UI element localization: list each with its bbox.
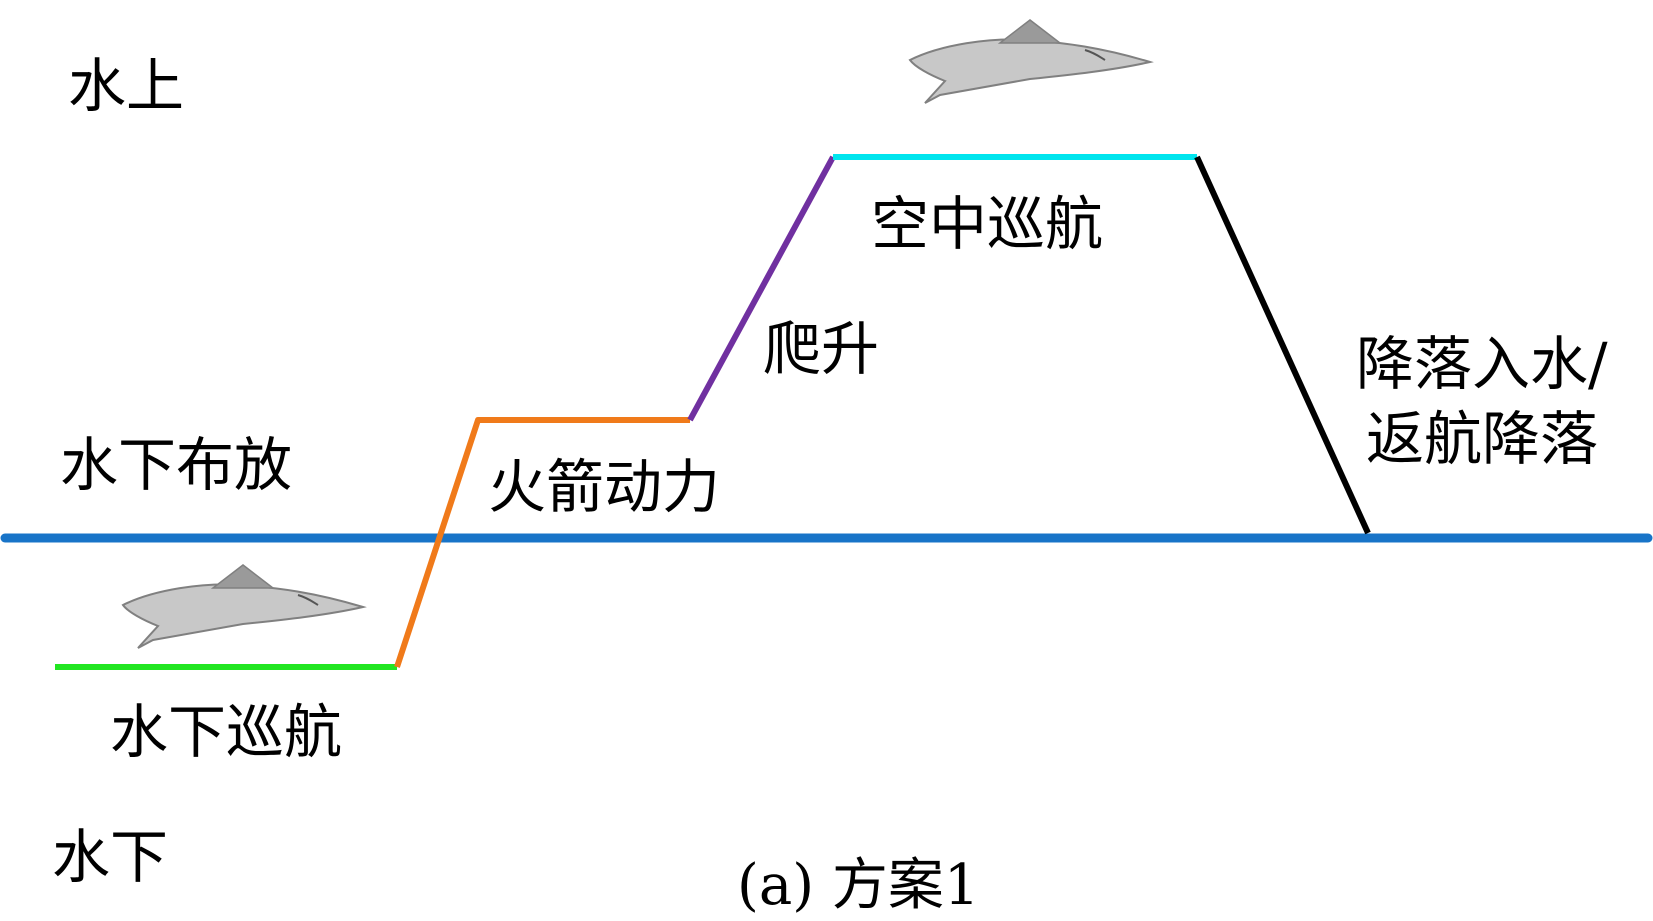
figure-caption: (a) 方案1 (737, 853, 980, 918)
rocket-power-segment (394, 417, 690, 668)
air-vehicle-icon (908, 19, 1154, 104)
landing-segment (1194, 155, 1371, 535)
underwater-vehicle-icon (121, 564, 367, 649)
label-above-water: 水上 (68, 52, 185, 120)
climb-segment (687, 155, 836, 422)
label-air-cruise: 空中巡航 (871, 190, 1104, 258)
label-underwater-cruise: 水下巡航 (110, 698, 343, 766)
label-landing-line2: 返航降落 (1366, 405, 1599, 473)
label-landing-line1: 降落入水/ (1356, 330, 1608, 398)
label-underwater-deploy: 水下布放 (60, 431, 293, 499)
label-climb: 爬升 (763, 315, 880, 383)
label-rocket-power: 火箭动力 (488, 453, 721, 521)
label-underwater: 水下 (52, 823, 169, 891)
